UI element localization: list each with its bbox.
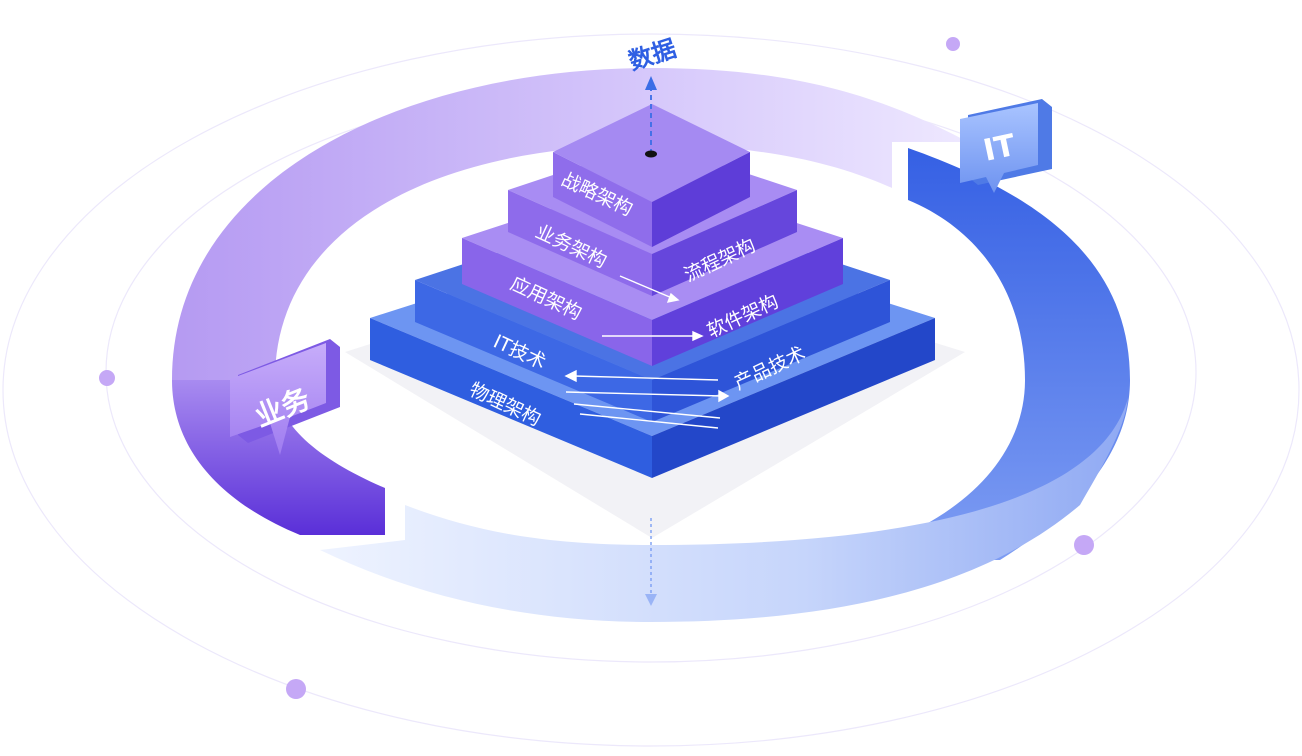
cycle-ring xyxy=(172,68,1130,622)
flow-arrows xyxy=(564,275,730,429)
ring-left-segment xyxy=(172,380,385,535)
ring-right-segment xyxy=(830,148,1130,560)
decor-dots xyxy=(99,37,1094,699)
axis-up-arrow xyxy=(645,76,657,90)
ring-top-segment xyxy=(172,68,968,380)
ring-bottom-segment xyxy=(320,398,1128,622)
business-badge: 业务 xyxy=(230,339,340,455)
it-badge: IT xyxy=(960,99,1052,193)
pyramid xyxy=(370,104,935,478)
data-axis xyxy=(645,76,657,606)
it-badge-label: IT xyxy=(980,128,1019,169)
axis-down-arrow xyxy=(645,594,657,606)
